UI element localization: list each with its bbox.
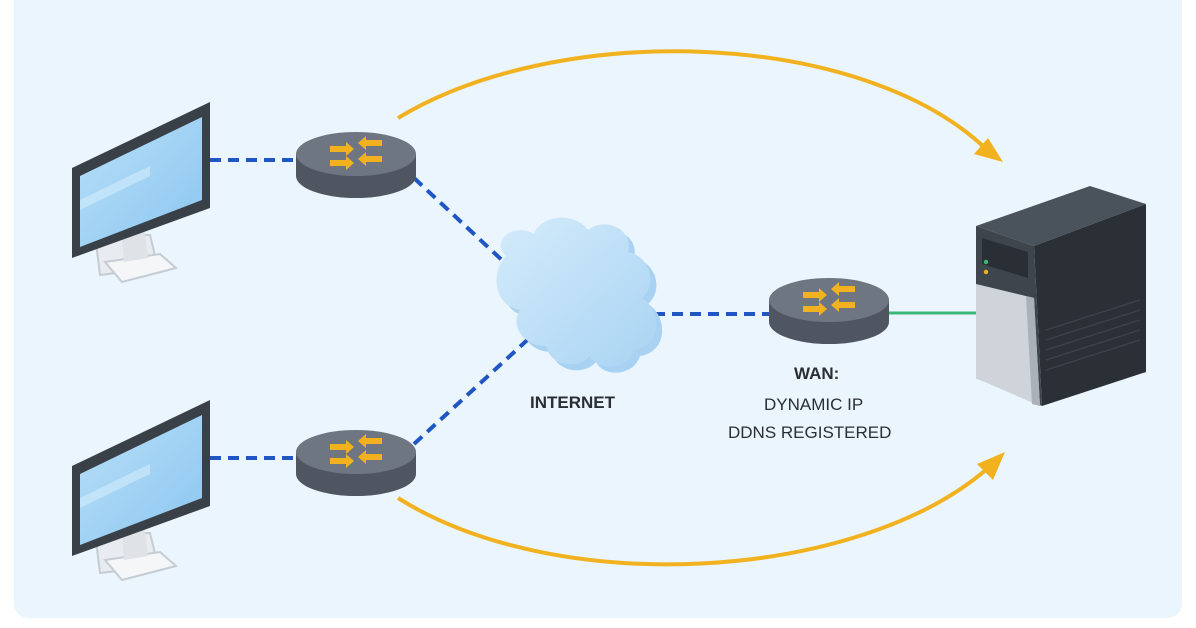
router-icon bbox=[769, 278, 889, 344]
wan-ddns-registered: DDNS REGISTERED bbox=[728, 423, 892, 442]
cloud-icon bbox=[496, 217, 663, 373]
monitor-icon bbox=[72, 102, 210, 284]
monitor-icon bbox=[72, 400, 210, 582]
bottom-flow-arrowhead bbox=[977, 452, 1005, 480]
router-icon bbox=[296, 430, 416, 496]
server-icon bbox=[976, 186, 1146, 406]
wan-dynamic-ip: DYNAMIC IP bbox=[764, 395, 864, 414]
top-flow-arrowhead bbox=[974, 138, 1003, 162]
link-router1-cloud bbox=[412, 176, 506, 264]
router-icon bbox=[296, 132, 416, 198]
link-router2-cloud bbox=[412, 330, 538, 446]
wan-title: WAN: bbox=[794, 364, 840, 383]
internet-label: INTERNET bbox=[530, 393, 615, 412]
bottom-flow-arrow bbox=[396, 466, 990, 567]
top-flow-arrow bbox=[396, 49, 987, 150]
dashed-links bbox=[210, 158, 770, 460]
